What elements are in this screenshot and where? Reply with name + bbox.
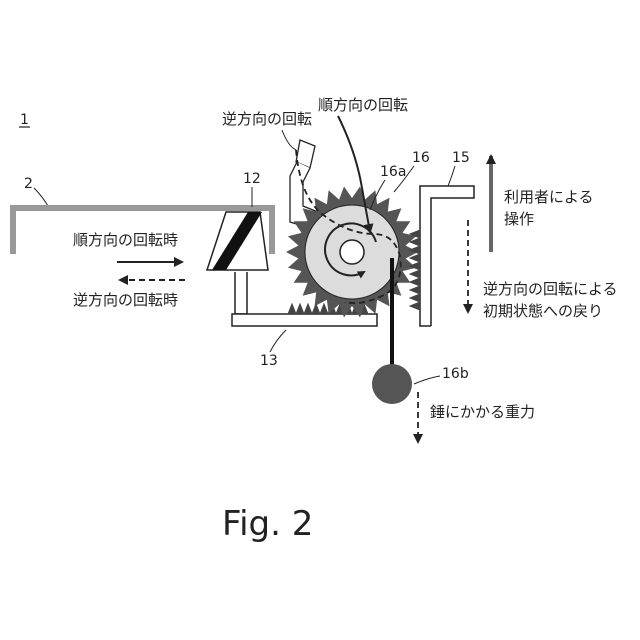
ref-16a: 16a <box>380 164 406 180</box>
gear-axle <box>340 240 364 264</box>
lever-15 <box>420 186 474 326</box>
leader-16b <box>414 376 440 384</box>
label-forward-rotation-time: 順方向の回転時 <box>73 231 178 249</box>
device-number-1: 1 <box>20 112 29 128</box>
label-forward-rotation-top: 順方向の回転 <box>318 96 408 114</box>
label-return-1: 逆方向の回転による <box>483 280 618 298</box>
label-weight-gravity: 錘にかかる重力 <box>430 403 535 421</box>
leader-reverse-rotation <box>282 130 296 150</box>
label-user-operation-1: 利用者による <box>504 188 594 206</box>
ref-15: 15 <box>452 150 470 166</box>
lever-teeth <box>410 230 420 310</box>
ref-16: 16 <box>412 150 430 166</box>
label-reverse-rotation-time: 逆方向の回転時 <box>73 291 178 309</box>
label-return-2: 初期状態への戻り <box>483 302 603 320</box>
label-user-operation-2: 操作 <box>504 210 534 228</box>
slider-stem <box>235 272 247 314</box>
leader-13 <box>270 330 286 352</box>
leader-2 <box>34 188 48 206</box>
weight-16b <box>372 364 412 404</box>
leader-15 <box>448 166 455 186</box>
ref-16b: 16b <box>442 366 469 382</box>
rack-bar <box>232 314 377 326</box>
ref-12: 12 <box>243 171 261 187</box>
label-reverse-rotation-top: 逆方向の回転 <box>222 110 312 128</box>
ref-13: 13 <box>260 353 278 369</box>
ref-2: 2 <box>24 176 33 192</box>
figure-caption: Fig. 2 <box>222 504 313 544</box>
